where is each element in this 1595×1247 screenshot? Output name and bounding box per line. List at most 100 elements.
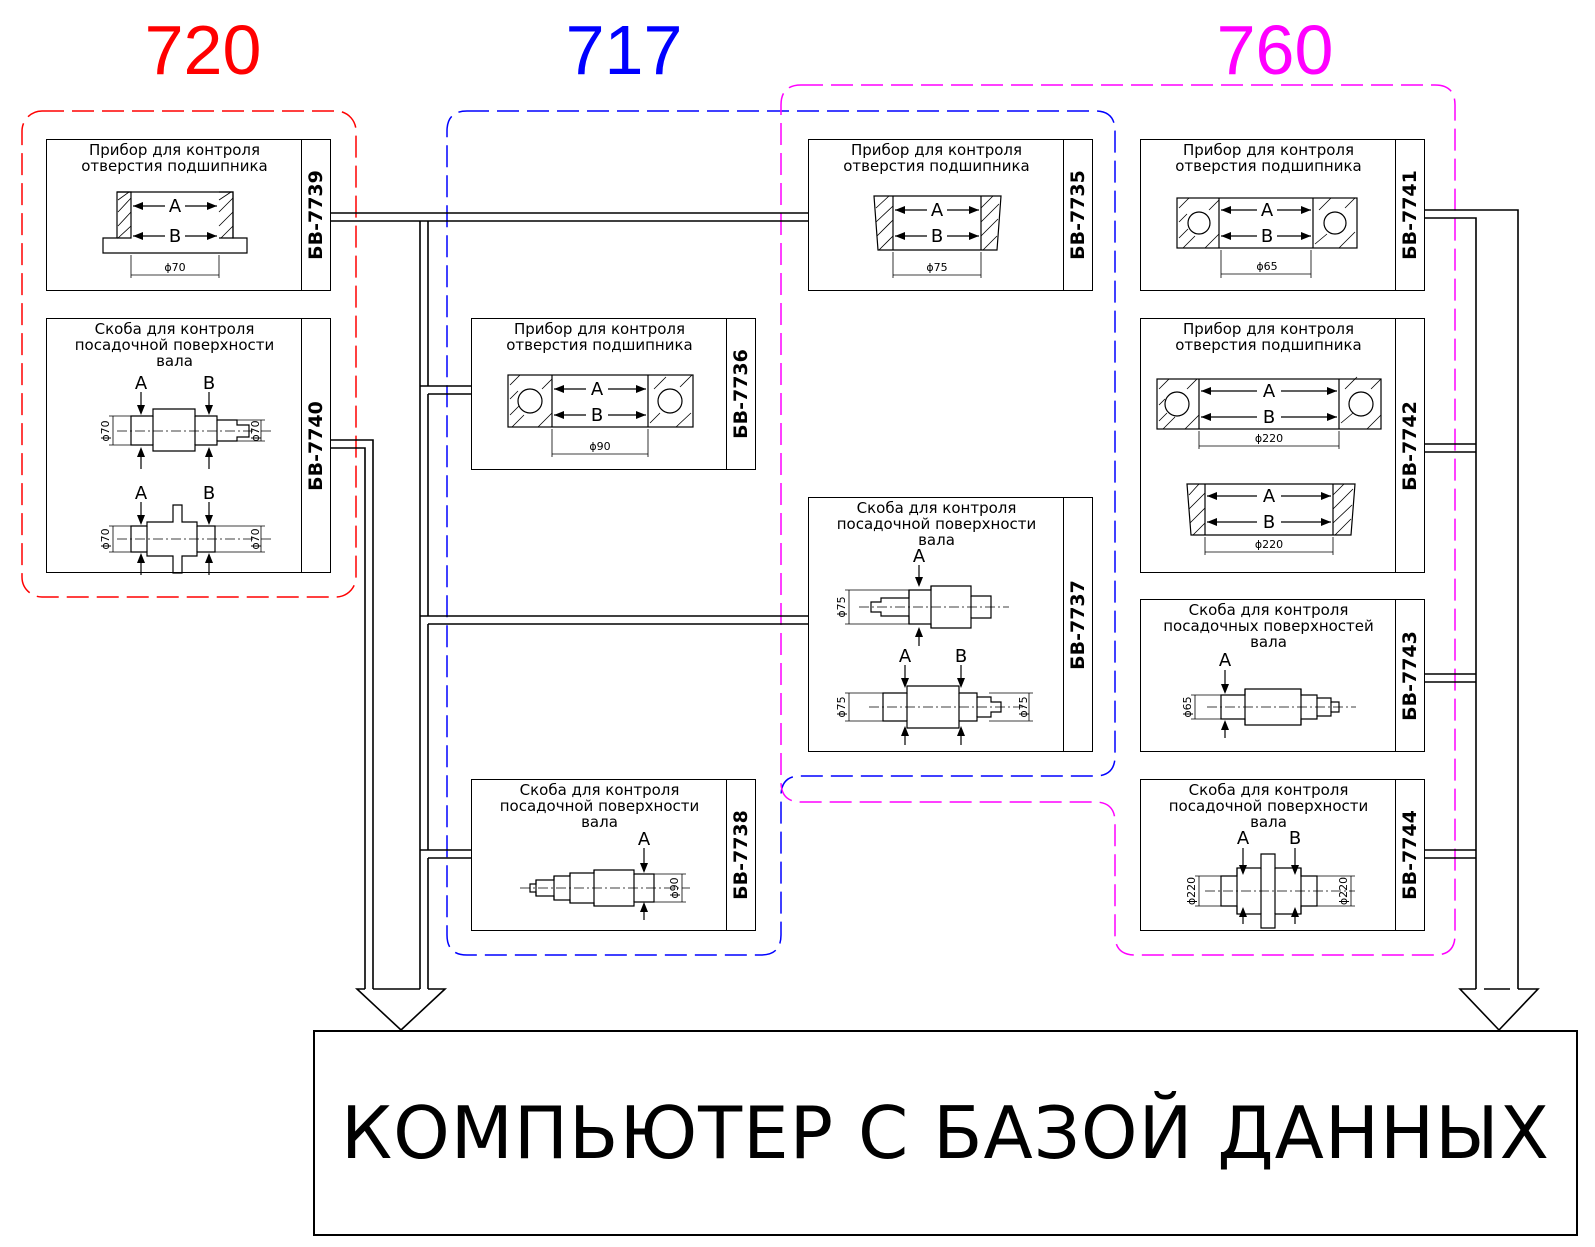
mark-b: B — [203, 373, 215, 394]
device-title: Скоба для контроля посадочной поверхност… — [836, 499, 1037, 549]
device-card-bv7743[interactable]: Скоба для контроля посадочных поверхност… — [1140, 599, 1425, 752]
dimension-label: ϕ75 — [1017, 696, 1030, 717]
dimension-label: ϕ70 — [249, 528, 262, 549]
device-code-cell: БВ-7736 — [726, 319, 755, 469]
mark-b: B — [1263, 512, 1275, 533]
mark-a: A — [169, 196, 182, 217]
device-title: Скоба для контроля посадочной поверхност… — [74, 320, 275, 370]
wire-7744 — [1425, 849, 1476, 859]
shaft-gauge-drawing: A B ϕ220 ϕ220 — [1185, 828, 1355, 929]
device-code: БВ-7739 — [305, 170, 328, 260]
device-card-bv7739[interactable]: Прибор для контроля отверстия подшипника… — [46, 139, 331, 291]
mark-a: A — [1263, 381, 1276, 402]
dimension-label: ϕ90 — [668, 877, 681, 898]
mark-a: A — [135, 373, 148, 394]
device-title: Прибор для контроля отверстия подшипника — [843, 141, 1030, 175]
mark-a: A — [1219, 650, 1232, 671]
device-title: Скоба для контроля посадочных поверхност… — [1163, 601, 1374, 651]
device-code-cell: БВ-7737 — [1063, 498, 1092, 751]
mark-a: A — [913, 546, 926, 567]
wire-7743 — [1425, 673, 1476, 683]
device-code-cell: БВ-7739 — [301, 140, 330, 290]
device-title: Прибор для контроля отверстия подшипника — [1175, 141, 1362, 175]
mark-a: A — [931, 200, 944, 221]
device-code-cell: БВ-7735 — [1063, 140, 1092, 290]
group-717-title: 717 — [565, 11, 683, 89]
wire-bus-717 — [419, 221, 429, 989]
dimension-label: ϕ70 — [249, 420, 262, 441]
device-code: БВ-7743 — [1399, 630, 1422, 721]
device-card-bv7740[interactable]: Скоба для контроля посадочной поверхност… — [46, 318, 331, 575]
device-code: БВ-7741 — [1399, 170, 1422, 260]
device-card-bv7741[interactable]: Прибор для контроля отверстия подшипника… — [1140, 139, 1425, 291]
mark-a: A — [1263, 486, 1276, 507]
dimension-label: ϕ90 — [589, 440, 610, 453]
device-code-cell: БВ-7741 — [1395, 140, 1424, 290]
device-card-bv7735[interactable]: Прибор для контроля отверстия подшипника… — [808, 139, 1093, 291]
dimension-label: ϕ75 — [835, 596, 848, 617]
group-717-outline — [446, 110, 1116, 956]
shaft-gauge-drawing: A ϕ90 — [520, 829, 690, 920]
mark-b: B — [169, 226, 181, 247]
device-card-bv7737[interactable]: Скоба для контроля посадочной поверхност… — [808, 497, 1093, 752]
computer-label: КОМПЬЮТЕР С БАЗОЙ ДАННЫХ — [341, 1091, 1550, 1175]
wire-7739 — [331, 212, 808, 222]
mark-b: B — [931, 226, 943, 247]
mark-a: A — [591, 379, 604, 400]
device-code-cell: БВ-7742 — [1395, 319, 1424, 572]
mark-b: B — [203, 483, 215, 504]
bearing-bore-gauge-drawing: A B A B ϕ220 ϕ220 — [1156, 376, 1382, 555]
device-card-bv7738[interactable]: Скоба для контроля посадочной поверхност… — [471, 779, 756, 931]
arrow-left — [354, 988, 448, 1032]
device-code: БВ-7735 — [1067, 170, 1090, 260]
bearing-bore-gauge-drawing: A B ϕ70 — [102, 191, 248, 278]
device-code: БВ-7742 — [1399, 400, 1422, 491]
mark-b: B — [1289, 828, 1301, 849]
device-card-bv7736[interactable]: Прибор для контроля отверстия подшипника… — [471, 318, 756, 470]
device-title: Скоба для контроля посадочной поверхност… — [1168, 781, 1369, 831]
wire-7736 — [420, 385, 471, 395]
device-card-bv7742[interactable]: Прибор для контроля отверстия подшипника… — [1140, 318, 1425, 573]
dimension-label: ϕ70 — [164, 261, 185, 274]
wire-7738 — [420, 849, 471, 859]
mark-a: A — [638, 829, 651, 850]
device-code-cell: БВ-7744 — [1395, 780, 1424, 930]
group-760-title: 760 — [1216, 11, 1334, 89]
device-title: Прибор для контроля отверстия подшипника — [1175, 320, 1362, 354]
device-card-bv7744[interactable]: Скоба для контроля посадочной поверхност… — [1140, 779, 1425, 931]
mark-b: B — [1261, 226, 1273, 247]
group-720-outline — [21, 110, 357, 598]
wire-7742 — [1425, 443, 1476, 453]
dimension-label: ϕ70 — [99, 528, 112, 549]
mark-b: B — [1263, 407, 1275, 428]
device-code-cell: БВ-7743 — [1395, 600, 1424, 751]
mark-b: B — [591, 405, 603, 426]
device-code: БВ-7736 — [730, 349, 753, 439]
wire-7741 — [1425, 209, 1519, 989]
dimension-label: ϕ75 — [835, 696, 848, 717]
device-code-cell: БВ-7738 — [726, 780, 755, 930]
mark-b: B — [955, 646, 967, 667]
device-code: БВ-7737 — [1067, 579, 1090, 670]
shaft-gauge-drawing: A B A B ϕ70 ϕ70 ϕ70 ϕ70 — [99, 373, 272, 575]
mark-a: A — [135, 483, 148, 504]
dimension-label: ϕ65 — [1256, 260, 1277, 273]
arrow-right — [1458, 988, 1540, 1032]
mark-a: A — [1237, 828, 1250, 849]
device-title: Прибор для контроля отверстия подшипника — [81, 141, 268, 175]
dimension-label: ϕ75 — [926, 261, 947, 274]
dimension-label: ϕ220 — [1337, 877, 1350, 905]
wire-7737 — [420, 615, 808, 625]
group-720-title: 720 — [144, 11, 262, 89]
dimension-label: ϕ220 — [1185, 877, 1198, 905]
shaft-gauge-drawing: A ϕ65 — [1181, 650, 1356, 738]
shaft-gauge-drawing: A A B ϕ75 ϕ75 ϕ75 — [835, 546, 1033, 745]
bearing-bore-gauge-drawing: A B ϕ90 — [507, 374, 694, 457]
bearing-bore-gauge-drawing: A B ϕ65 — [1176, 197, 1358, 278]
group-760-outline — [780, 84, 1456, 956]
device-title: Скоба для контроля посадочной поверхност… — [499, 781, 700, 831]
computer-database-box[interactable]: КОМПЬЮТЕР С БАЗОЙ ДАННЫХ — [313, 1030, 1578, 1236]
device-title: Прибор для контроля отверстия подшипника — [506, 320, 693, 354]
